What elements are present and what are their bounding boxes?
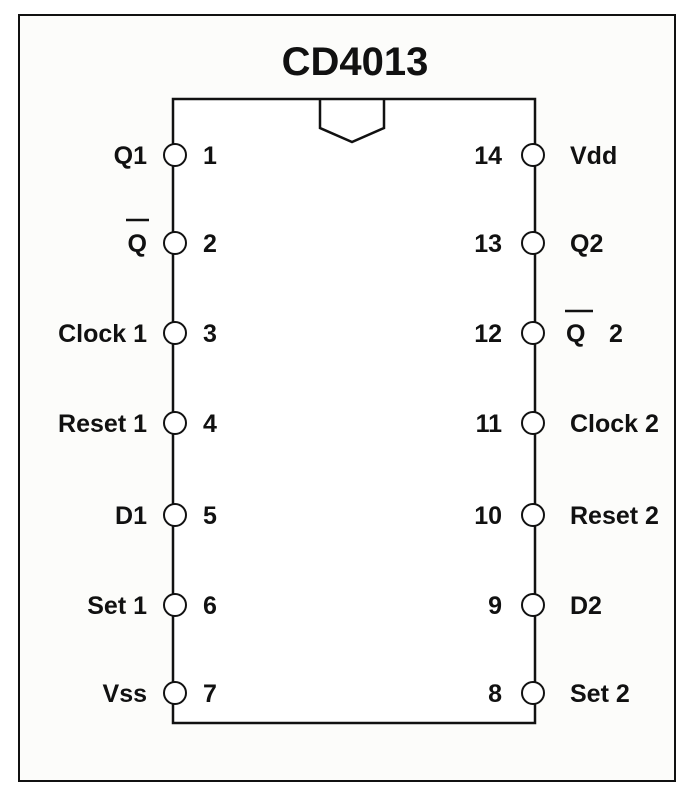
pin-label: Q1 bbox=[114, 142, 147, 170]
pin-2: Q 2 bbox=[126, 218, 217, 258]
pin-number: 6 bbox=[203, 592, 217, 620]
pin-number: 11 bbox=[476, 410, 503, 438]
pin-number: 9 bbox=[488, 592, 502, 620]
pin-number: 7 bbox=[203, 680, 217, 708]
pin-number: 4 bbox=[203, 410, 217, 438]
pin-9: 9 D2 bbox=[488, 592, 602, 620]
chip-title: CD4013 bbox=[282, 40, 429, 84]
pin-label: D1 bbox=[115, 502, 147, 530]
pin-6: Set 1 6 bbox=[87, 592, 217, 620]
pin-label: Q bbox=[566, 320, 585, 348]
pin-5: D1 5 bbox=[115, 502, 217, 530]
pin-circle bbox=[163, 231, 187, 255]
pin-number: 2 bbox=[203, 230, 217, 258]
pin-number: 13 bbox=[474, 230, 502, 258]
pin-circle bbox=[521, 681, 545, 705]
pin-label: Set 1 bbox=[87, 592, 147, 620]
pin-11: 11 Clock 2 bbox=[476, 410, 659, 438]
pin-circle bbox=[521, 321, 545, 345]
chip-body bbox=[171, 97, 537, 725]
pin-12: 12 Q 2 bbox=[474, 309, 623, 348]
pin-number: 3 bbox=[203, 320, 217, 348]
pin-label: Vss bbox=[103, 680, 147, 708]
pin-label: Set 2 bbox=[570, 680, 630, 708]
pin-number: 5 bbox=[203, 502, 217, 530]
pin-label: Reset 1 bbox=[58, 410, 147, 438]
orientation-notch bbox=[318, 100, 386, 144]
pin-number: 10 bbox=[474, 502, 502, 530]
pin-4: Reset 1 4 bbox=[58, 410, 217, 438]
pin-circle bbox=[521, 593, 545, 617]
pin-label: Q2 bbox=[570, 230, 603, 258]
pin-label-suffix: 2 bbox=[609, 320, 623, 348]
pin-number: 1 bbox=[203, 142, 217, 170]
pin-14: 14 Vdd bbox=[474, 142, 617, 170]
pin-7: Vss 7 bbox=[103, 680, 217, 708]
pin-1: Q1 1 bbox=[114, 142, 217, 170]
pin-label: Vdd bbox=[570, 142, 617, 170]
pin-circle bbox=[163, 321, 187, 345]
pin-circle bbox=[163, 143, 187, 167]
pin-circle bbox=[521, 503, 545, 527]
pin-13: 13 Q2 bbox=[474, 230, 603, 258]
pin-circle bbox=[521, 411, 545, 435]
pin-number: 12 bbox=[474, 320, 502, 348]
pin-8: 8 Set 2 bbox=[488, 680, 630, 708]
pin-circle bbox=[521, 143, 545, 167]
pin-circle bbox=[163, 593, 187, 617]
pin-3: Clock 1 3 bbox=[58, 320, 217, 348]
pin-10: 10 Reset 2 bbox=[474, 502, 659, 530]
pin-number: 8 bbox=[488, 680, 502, 708]
pin-label: D2 bbox=[570, 592, 602, 620]
pin-label: Reset 2 bbox=[570, 502, 659, 530]
pin-label: Q bbox=[128, 230, 147, 258]
pin-label: Clock 2 bbox=[570, 410, 659, 438]
pin-circle bbox=[163, 503, 187, 527]
pin-circle bbox=[521, 231, 545, 255]
pin-circle bbox=[163, 681, 187, 705]
pin-number: 14 bbox=[474, 142, 502, 170]
pin-label: Clock 1 bbox=[58, 320, 147, 348]
pin-circle bbox=[163, 411, 187, 435]
